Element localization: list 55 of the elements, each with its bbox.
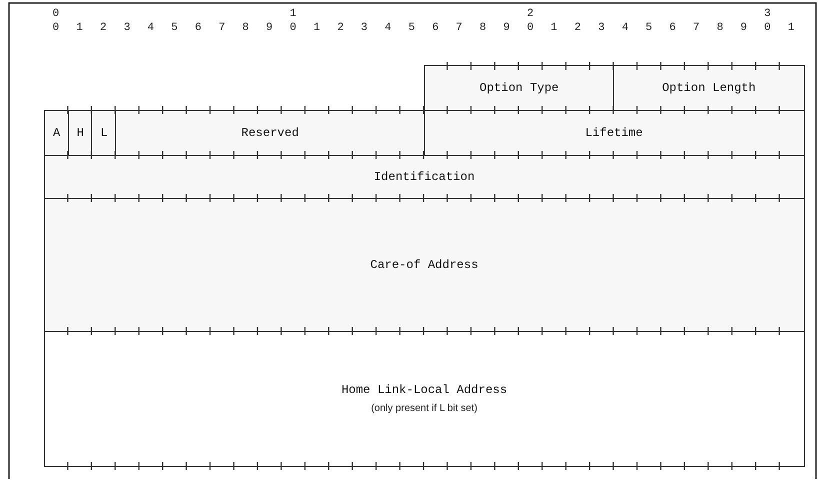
bit-number: 9 <box>503 22 510 34</box>
header-field <box>613 65 805 112</box>
bit-number: 0 <box>290 22 296 34</box>
bit-number: 6 <box>669 22 676 34</box>
header-field <box>424 110 805 156</box>
bit-number: 1 <box>290 8 296 20</box>
bit-number: 5 <box>646 22 652 34</box>
bit-number: 5 <box>408 22 415 34</box>
field-note: (only present if L bit set) <box>371 403 478 414</box>
bit-number: 0 <box>526 22 534 34</box>
bit-number: 8 <box>480 22 486 34</box>
bit-number: 3 <box>764 8 771 20</box>
bit-number: 4 <box>147 22 154 34</box>
bit-number: 9 <box>740 22 748 34</box>
header-field <box>115 110 426 156</box>
bit-number: 1 <box>313 22 320 34</box>
bit-number: 7 <box>693 22 700 34</box>
bit-number: 3 <box>360 22 368 34</box>
field-name: L <box>100 126 108 140</box>
bit-number: 8 <box>716 22 724 34</box>
bit-number: 8 <box>242 22 249 34</box>
bit-number: 0 <box>764 22 771 34</box>
bit-number: 1 <box>788 22 794 34</box>
bit-number: 2 <box>526 8 534 20</box>
bit-number: 9 <box>266 22 273 34</box>
field-name: Home Link-Local Address <box>341 383 508 398</box>
header-field <box>44 110 70 156</box>
header-field <box>44 198 805 332</box>
bit-number: 3 <box>598 22 605 34</box>
bit-number: 5 <box>171 22 178 34</box>
header-field <box>424 65 615 112</box>
field-name: H <box>76 126 84 140</box>
bit-number: 0 <box>52 8 60 20</box>
bit-number: 7 <box>456 22 462 34</box>
header-field <box>44 155 805 200</box>
bit-number: 7 <box>218 22 226 34</box>
bit-number: 0 <box>52 22 60 34</box>
bit-number: 3 <box>124 22 130 34</box>
bit-number: 2 <box>574 22 581 34</box>
bit-number: 1 <box>550 22 558 34</box>
bit-number: 2 <box>337 22 344 34</box>
bit-number: 4 <box>384 22 392 34</box>
field-name: Reserved <box>241 126 299 140</box>
bit-number: 2 <box>100 22 107 34</box>
header-field <box>44 331 805 466</box>
bit-number: 6 <box>194 22 202 34</box>
bit-number: 4 <box>622 22 628 34</box>
field-name: Option Type <box>480 81 559 96</box>
field-name: Lifetime <box>585 126 643 140</box>
bit-number: 1 <box>76 22 83 34</box>
field-name: Option Length <box>662 81 756 96</box>
field-name: Identification <box>374 170 475 184</box>
field-name: A <box>53 126 60 140</box>
bit-number: 6 <box>432 22 439 34</box>
field-name: Care-of Address <box>370 258 478 272</box>
